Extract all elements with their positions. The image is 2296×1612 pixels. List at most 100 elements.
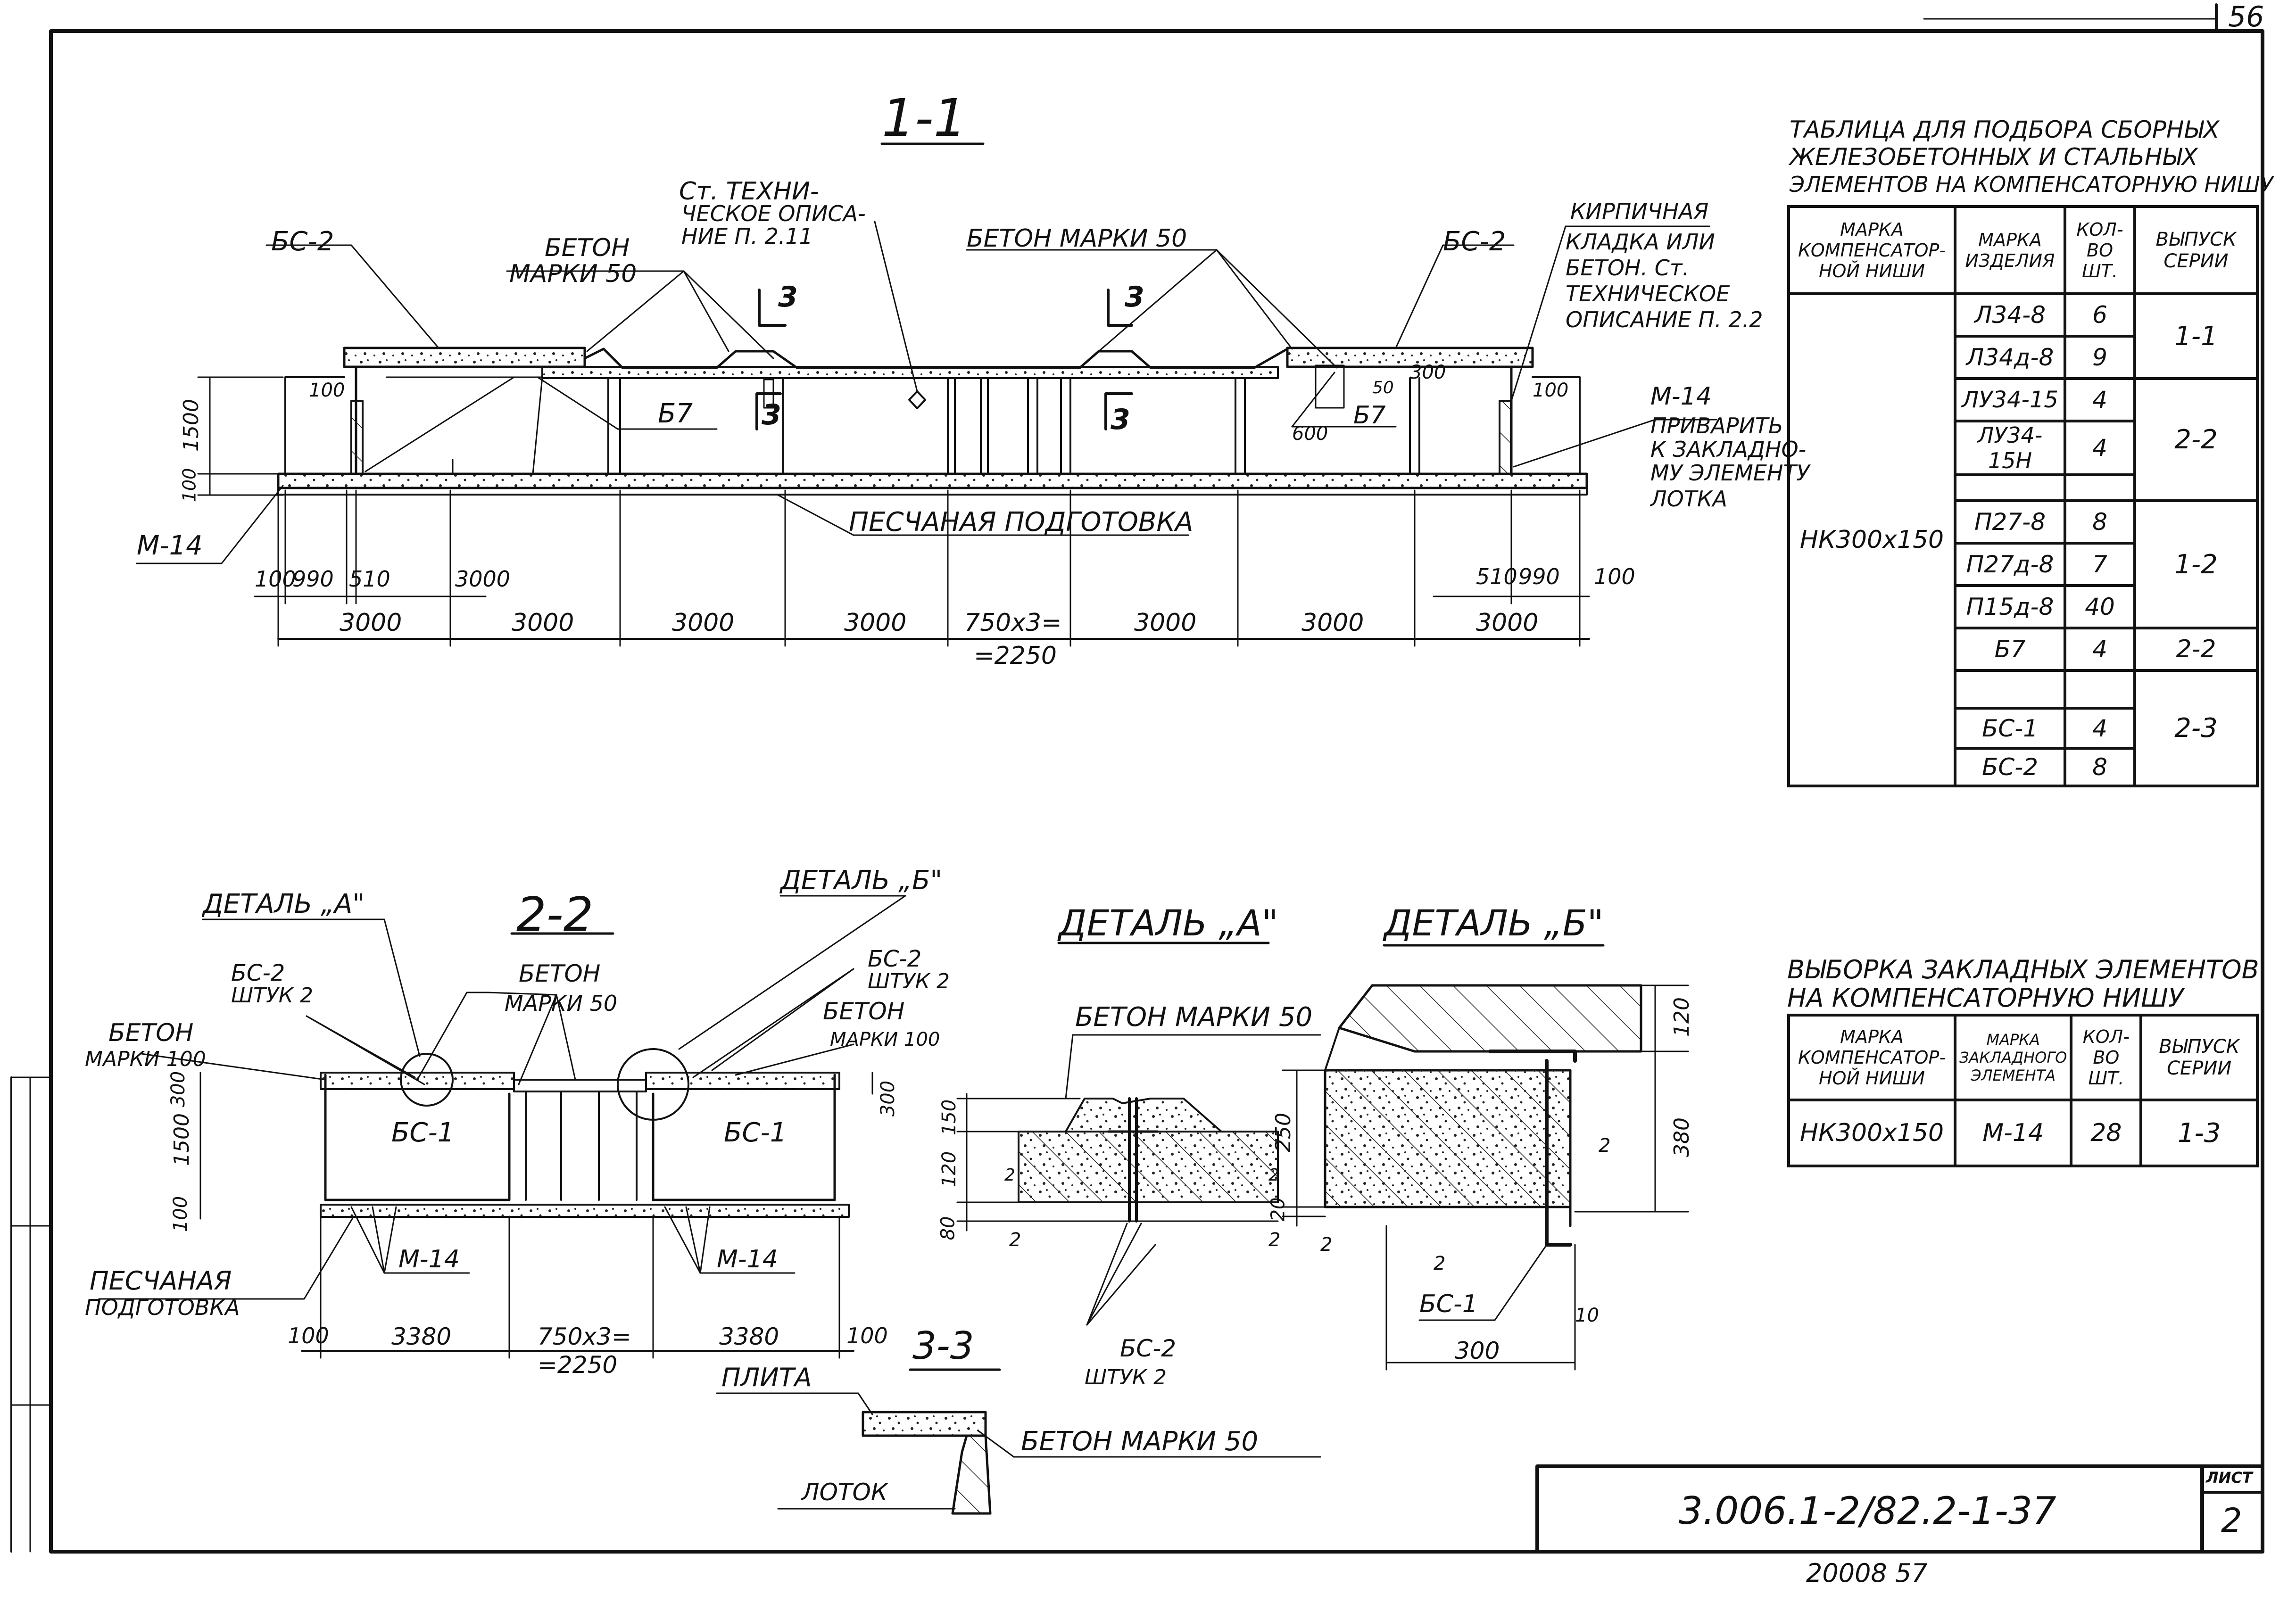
dim-low-6: 3000 (1301, 609, 1364, 637)
label-pesch-22-2: ПОДГОТОВКА (85, 1295, 240, 1320)
label-kirp-3: БЕТОН. Ст. (1566, 255, 1690, 281)
detail-a-mark-0: 2 (1009, 1229, 1021, 1251)
detail-a-label: БЕТОН МАРКИ 50 (1075, 1002, 1313, 1033)
dim-22-h100-l: 100 (170, 1196, 192, 1232)
sheet-frame (49, 29, 2264, 1554)
dim-total-1: =2250 (974, 642, 1057, 670)
table2-header-niche: МАРКА КОМПЕНСАТОР-НОЙ НИШИ (1787, 1014, 1956, 1101)
section-3-3-drawing (716, 1368, 1321, 1515)
label-bs2-right: БС-2 (1443, 226, 1506, 257)
table1-niche-cell: НК300x150 (1787, 292, 1956, 787)
label-priv-3: МУ ЭЛЕМЕНТУ (1650, 460, 1810, 486)
dim-low-3: 3000 (844, 609, 907, 637)
stamp-sheet-number: 2 (2221, 1501, 2242, 1540)
detail-b-dim-250: 250 (1271, 1113, 1295, 1152)
table2-cell-niche: НК300x150 (1787, 1099, 1956, 1167)
detail-b-mark-1: 2 (1320, 1234, 1333, 1256)
table2-header-series: ВЫПУСК СЕРИИ (2139, 1014, 2259, 1101)
table1-item-mark (1954, 473, 2066, 502)
table2: МАРКА КОМПЕНСАТОР-НОЙ НИШИ МАРКА ЗАКЛАДН… (1787, 1014, 2259, 1167)
label-beton100-r-2: МАРКИ 100 (830, 1029, 940, 1050)
dim-600: 600 (1292, 423, 1328, 445)
table1-item-qty: 4 (2064, 707, 2136, 750)
title-block (1535, 1464, 2264, 1554)
dim-22-2: 750x3= (538, 1323, 631, 1350)
table1-item-qty: 8 (2064, 499, 2136, 545)
label-beton-22-2: МАРКИ 50 (505, 991, 618, 1016)
dim-ur-2: 100 (1594, 564, 1635, 589)
table1-item-qty: 4 (2064, 627, 2136, 672)
label-sttech-3: НИЕ П. 2.11 (681, 223, 813, 249)
table1-item-qty: 4 (2064, 377, 2136, 422)
label-pesch: ПЕСЧАНАЯ ПОДГОТОВКА (849, 507, 1194, 537)
label-bs2-l-1: БС-2 (231, 960, 285, 986)
detail-a-dim-80: 80 (937, 1216, 959, 1240)
label-beton100-r-1: БЕТОН (823, 998, 905, 1025)
stamp-doc-code: 3.006.1-2/82.2-1-37 (1679, 1489, 2056, 1533)
detail-b-mark-2: 2 (1434, 1253, 1446, 1274)
label-pesch-22-1: ПЕСЧАНАЯ (90, 1266, 232, 1296)
table1-item-qty: 7 (2064, 542, 2136, 587)
detail-b-300: 300 (1455, 1337, 1500, 1364)
table1-header-series: ВЫПУСК СЕРИИ (2133, 205, 2259, 295)
dim-300: 300 (1410, 362, 1446, 383)
table1-title-1: ТАБЛИЦА ДЛЯ ПОДБОРА СБОРНЫХ (1790, 116, 2220, 143)
cut-3-a: 3 (778, 281, 798, 314)
label-bs2-r-2: ШТУК 2 (868, 969, 950, 993)
stamp-sheet-label: ЛИСТ (2206, 1469, 2253, 1487)
label-kirp-2: КЛАДКА ИЛИ (1566, 229, 1715, 255)
detail-b-drawing (1282, 944, 1689, 1371)
table1-item-mark: БС-1 (1954, 707, 2066, 750)
table1-header-niche: МАРКА КОМПЕНСАТОР-НОЙ НИШИ (1787, 205, 1956, 295)
detail-b-bs1: БС-1 (1419, 1290, 1478, 1318)
dim-22-1: 3380 (391, 1323, 452, 1350)
dim-ur-0: 510 (1476, 564, 1517, 589)
dim-ur-1: 990 (1518, 564, 1560, 589)
table2-title-1: ВЫБОРКА ЗАКЛАДНЫХ ЭЛЕМЕНТОВ (1787, 955, 2259, 984)
table1-item-qty (2064, 473, 2136, 502)
label-beton-mid: БЕТОН МАРКИ 50 (967, 224, 1187, 253)
dim-h1500: 1500 (179, 399, 203, 452)
label-bs1-r: БС-1 (724, 1117, 787, 1148)
label-plita: ПЛИТА (721, 1363, 812, 1392)
label-priv-4: ЛОТКА (1650, 486, 1728, 512)
table1: МАРКА КОМПЕНСАТОР-НОЙ НИШИ МАРКА ИЗДЕЛИЯ… (1787, 205, 2259, 787)
table1-series: 1-1 (2133, 292, 2259, 380)
label-beton-33: БЕТОН МАРКИ 50 (1021, 1426, 1259, 1457)
detail-a-drawing (956, 942, 1321, 1326)
table1-item-qty: 4 (2064, 420, 2136, 476)
dim-low-1: 3000 (512, 609, 574, 637)
dim-22-total: =2250 (538, 1351, 618, 1379)
detail-a-bs2-1: БС-2 (1120, 1335, 1177, 1362)
label-sttech-2: ЧЕСКОЕ ОПИСА- (681, 201, 866, 226)
label-kirp-5: ОПИСАНИЕ П. 2.2 (1566, 307, 1763, 332)
detail-a-dim-150: 150 (938, 1099, 961, 1136)
table1-item-mark: ЛУ34-15Н (1954, 420, 2066, 476)
table1-item-mark: Л34д-8 (1954, 335, 2066, 380)
detail-b-title: ДЕТАЛЬ „Б" (1384, 902, 1604, 944)
table2-cell-qty: 28 (2070, 1099, 2143, 1167)
table1-item-mark: П15д-8 (1954, 584, 2066, 629)
label-det-b: ДЕТАЛЬ „Б" (780, 865, 943, 896)
dim-22-3: 3380 (719, 1323, 779, 1350)
table1-item-qty (2064, 669, 2136, 710)
cut-3-b: 3 (762, 398, 781, 431)
table1-item-mark: П27-8 (1954, 499, 2066, 545)
dim-ul-3: 3000 (455, 566, 511, 592)
table1-item-mark: Л34-8 (1954, 292, 2066, 338)
label-bs1-l: БС-1 (391, 1117, 455, 1148)
table2-cell-series: 1-3 (2139, 1099, 2259, 1167)
label-priv-1: ПРИВАРИТЬ (1650, 413, 1783, 438)
label-kirp-1: КИРПИЧНАЯ (1570, 198, 1709, 224)
dim-100-b: 100 (1533, 380, 1569, 401)
label-bs2-r-1: БС-2 (868, 946, 922, 972)
label-beton-1: БЕТОН (545, 234, 630, 262)
section-2-2-title: 2-2 (516, 887, 594, 942)
label-det-a: ДЕТАЛЬ „А" (203, 889, 365, 919)
dim-low-5: 3000 (1134, 609, 1197, 637)
table1-title-2: ЖЕЛЕЗОБЕТОННЫХ И СТАЛЬНЫХ (1790, 143, 2198, 171)
dim-22-4: 100 (846, 1323, 888, 1348)
detail-a-bs2-2: ШТУК 2 (1085, 1365, 1167, 1389)
